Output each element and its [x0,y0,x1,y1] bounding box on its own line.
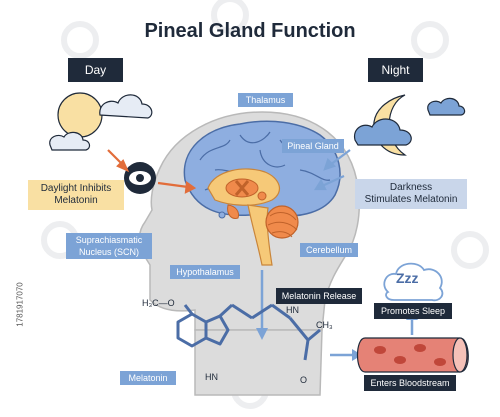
darkness-line-2: Stimulates Melatonin [364,194,458,205]
day-arrows [107,149,197,194]
night-cloud-icon [353,118,412,146]
darkness-stimulates-label: Darkness Stimulates Melatonin [355,179,467,209]
blood-vessel [356,337,469,373]
day-tag: Day [68,58,123,82]
thalamus-label: Thalamus [238,93,293,107]
scn-line-2: Nucleus (SCN) [78,247,139,257]
pineal-gland-dot [257,191,267,201]
cerebellum-label: Cerebellum [300,243,358,257]
daylight-line-1: Daylight Inhibits [40,183,112,194]
hypothalamus-label: Hypothalamus [170,265,240,279]
release-arrowhead [256,328,268,340]
promotes-sleep-label: Promotes Sleep [374,303,452,319]
hypothalamus-region [227,204,239,219]
night-arrows [314,149,351,191]
daylight-inhibits-label: Daylight Inhibits Melatonin [28,180,124,210]
sleep-cloud-icon [383,262,444,302]
day-cloud-icon [99,94,153,119]
zzz-text: Zzz [396,270,419,286]
x-mark [234,180,250,196]
pituitary [218,211,226,219]
sun-icon [57,92,103,138]
day-cloud-small-icon [49,131,91,151]
pineal-gland-label: Pineal Gland [282,139,344,153]
daylight-line-2: Melatonin [54,195,98,206]
night-tag: Night [368,58,423,82]
neck [194,329,323,396]
enters-bloodstream-label: Enters Bloodstream [364,375,456,391]
melatonin-label: Melatonin [120,371,176,385]
side-id: 1781917070 [15,282,25,327]
scn-label: Suprachiasmatic Nucleus (SCN) [66,233,152,259]
amide-nh: HN [286,305,299,315]
scn-line-1: Suprachiasmatic [75,235,143,245]
melatonin-molecule [176,303,321,361]
melatonin-release-label: Melatonin Release [276,288,362,304]
page-title: Pineal Gland Function [144,20,356,42]
night-cloud-small-icon [427,97,466,116]
carbonyl-o: O [300,375,308,385]
cerebellum-folds [267,212,298,238]
methoxy-group: H₃C—O [142,298,175,308]
darkness-line-1: Darkness [389,182,433,193]
acetyl-group: CH₃ [316,320,333,330]
indole-nh: HN [205,372,218,382]
